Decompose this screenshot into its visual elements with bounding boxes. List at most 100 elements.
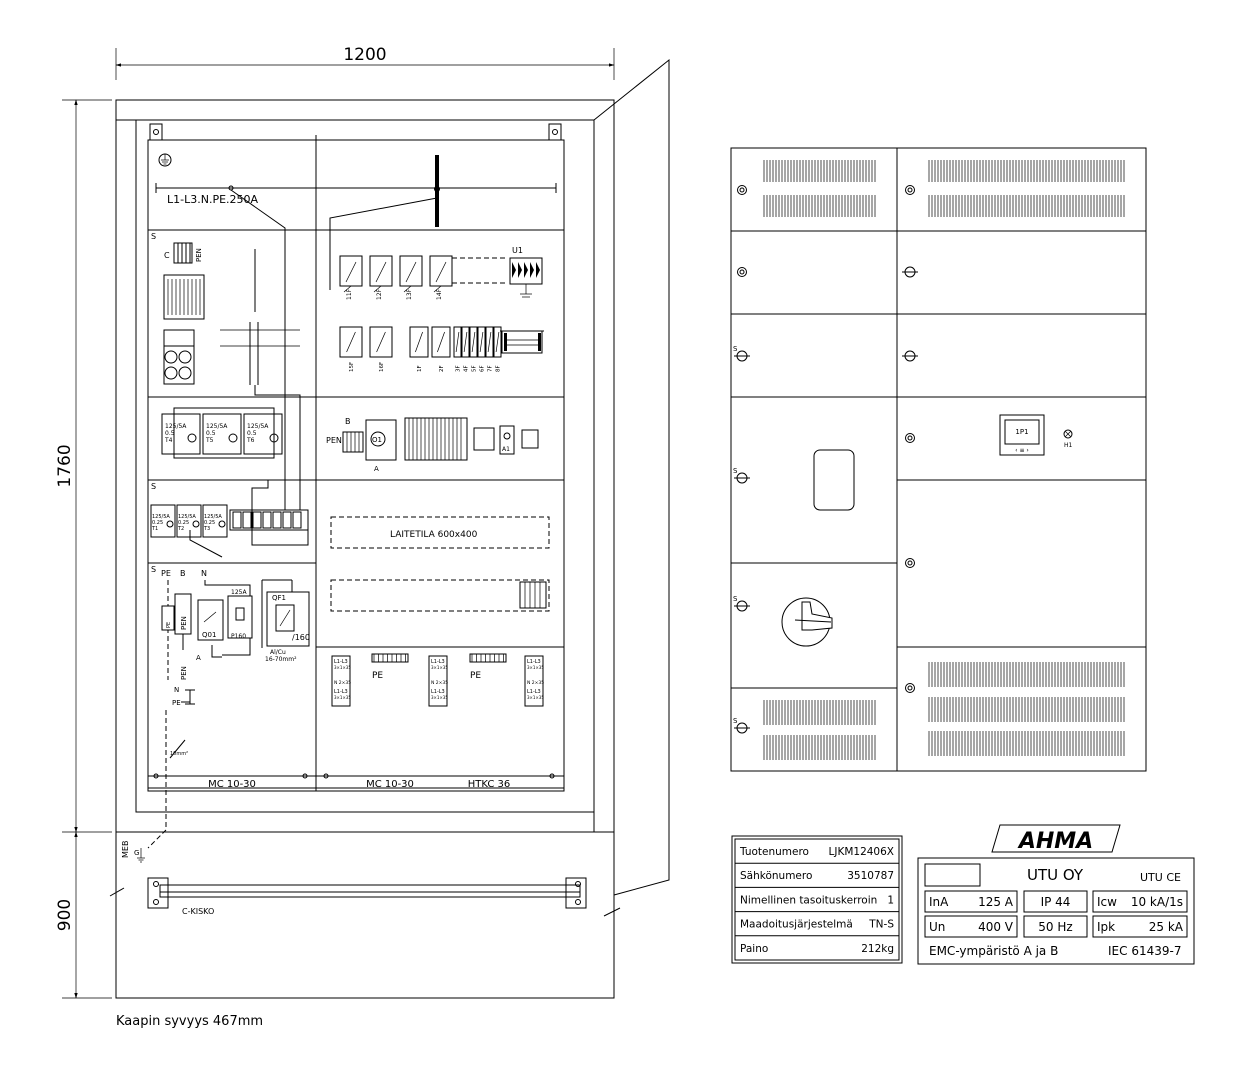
fuse-frame (173, 407, 275, 459)
rating-cell (924, 915, 1018, 938)
rating-cell (924, 890, 1018, 913)
fuse-rating: T5 (205, 437, 214, 444)
pe-size-label: 10mm² (170, 751, 188, 757)
mcb-switch (415, 331, 423, 353)
internal-view: 1200 1760 900 (55, 45, 670, 1029)
window-cutout (813, 449, 855, 511)
main-switch-handle[interactable] (781, 597, 833, 647)
rail-label-left: MC 10-30 (208, 779, 256, 790)
mcb-switch (437, 331, 445, 353)
depth-note: Kaapin syvyys 467mm (116, 1014, 263, 1029)
svg-text:C: C (164, 251, 170, 260)
terminal (292, 511, 302, 529)
svg-text:S: S (151, 482, 156, 491)
terminal-n: N 2×35 (431, 680, 448, 686)
rating-125a: 125A (231, 589, 247, 596)
svg-text:N: N (201, 569, 207, 578)
fuse-knob (192, 520, 200, 528)
fuse-rating: T6 (246, 437, 255, 444)
mcb (369, 255, 393, 287)
iec-label: IEC 61439-7 (1108, 944, 1181, 958)
s-mark: S (733, 467, 738, 475)
rating-label: 50 Hz (1038, 920, 1072, 934)
fuse-rating: T3 (203, 526, 210, 532)
qf1-label: QF1 (272, 594, 286, 602)
info-value: TN-S (868, 919, 894, 931)
louvre-grille (928, 195, 1125, 217)
mcb-label: 13F (406, 288, 413, 300)
svg-text:B: B (345, 417, 351, 426)
terminal (282, 511, 292, 529)
fuse-rating: 125/5A (178, 514, 196, 520)
s-mark: S (733, 345, 738, 353)
lock-ring (737, 267, 747, 277)
mcb-label: 1F (417, 365, 423, 372)
svg-text:PEN: PEN (180, 666, 188, 680)
terminal-label: L1-L3 (527, 689, 541, 695)
fuse-rating: 125/5A (206, 423, 228, 430)
terminal-size: 3×1×35 (431, 665, 448, 670)
terminal-label: L1-L3 (431, 689, 445, 695)
turn-lock-icon: S (733, 467, 750, 484)
u1-label: U1 (512, 246, 523, 255)
svg-text:PEN: PEN (180, 616, 188, 630)
lock-ring (905, 185, 915, 195)
rating-cell (1092, 915, 1188, 938)
brand-badge (991, 824, 1121, 853)
fuse-knob (187, 433, 197, 443)
mcb-switch (405, 261, 417, 283)
fuse-rating: T4 (164, 437, 173, 444)
mcb-label: 7F (488, 365, 494, 372)
fuse-rating: 0.5 (247, 430, 257, 437)
rating-label: InA (929, 895, 949, 909)
lock-icon (905, 433, 915, 443)
mcb-switch (487, 331, 492, 353)
info-value: LJKM12406X (829, 846, 895, 858)
outgoing-terminals: L1-L33×1×35N 2×35L1-L33×1×35L1-L33×1×35N… (331, 653, 544, 707)
mcb-wire (343, 285, 352, 293)
s-mark: S (733, 595, 738, 603)
mcb-label: 6F (480, 365, 486, 372)
terminal-label: L1-L3 (431, 659, 445, 665)
turn-lock-icon: S (733, 717, 750, 734)
o1-label: O1 (372, 436, 382, 444)
height-dimension: 1760 900 (55, 99, 112, 999)
terminal (272, 511, 282, 529)
terminal-size: 3×1×35 (527, 695, 544, 700)
c-rail-label: C-KISKO (182, 907, 214, 916)
louvre-grille (763, 700, 876, 725)
svg-text:A: A (196, 654, 201, 662)
svg-text:PE: PE (166, 622, 172, 628)
lock-icon (905, 185, 915, 195)
mcb-switch (463, 331, 468, 353)
fuse-rating: T1 (151, 526, 158, 532)
width-dim-text: 1200 (343, 45, 386, 65)
turn-lock-icon: S (733, 345, 750, 362)
mcb-switch (471, 331, 476, 353)
pe-busbar (371, 653, 409, 663)
svg-text:PEN: PEN (195, 248, 203, 262)
info-label: Sähkönumero (740, 870, 812, 882)
mcb-wire (433, 285, 442, 293)
turn-lock-icon: S (733, 595, 750, 612)
qf1-rating: /160 (292, 633, 310, 642)
mcb-switch (495, 331, 500, 353)
terminal-n: N 2×35 (334, 680, 351, 686)
pe-label: PE (470, 671, 481, 681)
bottom-rail: MC 10-30 MC 10-30 HTKC 36 (147, 773, 565, 790)
lock-core (907, 685, 913, 691)
indicator-lamp-h1: H1 (1063, 429, 1073, 449)
info-label: Maadoitusjärjestelmä (740, 919, 853, 931)
p160-label: P160 (231, 633, 246, 640)
fuse-knob (228, 433, 238, 443)
terminal-label: L1-L3 (334, 689, 348, 695)
svg-text:G: G (134, 849, 139, 857)
